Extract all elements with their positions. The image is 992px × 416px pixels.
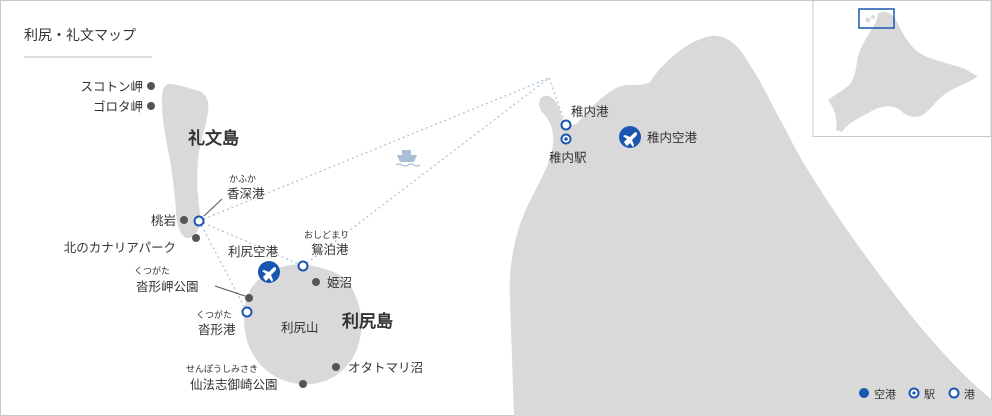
kafuka-ruby: かふか: [229, 174, 256, 185]
legend-station: 駅: [908, 387, 935, 401]
rebun-island-label: 礼文島: [188, 128, 239, 149]
senposhi-label: 仙法志御崎公園: [190, 377, 278, 392]
rebun-land: [162, 84, 209, 238]
poi-momoiwa: 桃岩: [151, 213, 188, 228]
legend-airport-label: 空港: [874, 387, 896, 401]
kutsugata-port-ruby: くつがた: [196, 309, 232, 321]
legend: 空港 駅 港: [859, 387, 975, 401]
sukoton-label: スコトン岬: [80, 79, 143, 94]
wakkanai-station-label: 稚内駅: [549, 150, 587, 165]
oshidomari-label: 鴛泊港: [311, 242, 349, 257]
kitanokanaria-label: 北のカナリアパーク: [64, 240, 176, 255]
poi-kutsugata-park: くつがた 沓形岬公園: [134, 265, 253, 302]
legend-port: 港: [948, 387, 975, 401]
wakkanai-port-label: 稚内港: [571, 104, 609, 119]
himenuma-label: 姫沼: [327, 275, 352, 290]
oshidomari-ruby: おしどまり: [304, 230, 349, 241]
poi-wakkanai-station: 稚内駅: [549, 133, 587, 165]
poi-wakkanai-airport: 稚内空港: [619, 126, 698, 148]
plane-icon: [262, 267, 276, 282]
poi-kafuka-port: かふか 香深港: [193, 174, 265, 227]
poi-oshidomari-port: おしどまり 鴛泊港: [297, 230, 349, 272]
legend-port-label: 港: [964, 388, 975, 401]
poi-wakkanai-port: 稚内港: [560, 104, 609, 131]
legend-airport: 空港: [859, 387, 896, 401]
momoiwa-label: 桃岩: [151, 213, 176, 228]
inset-map: [812, 0, 992, 137]
poi-gorota: ゴロタ岬: [93, 99, 155, 114]
otatomari-label: オタトマリ沼: [348, 360, 423, 375]
kutsugata-park-ruby: くつがた: [134, 265, 170, 277]
kafuka-label: 香深港: [227, 186, 265, 201]
rishiri-land: [244, 264, 362, 385]
rishiri-airport-label: 利尻空港: [228, 244, 279, 259]
poi-otatomari: オタトマリ沼: [332, 360, 423, 375]
ferry-icon: [395, 150, 421, 167]
poi-kutsugata-port: くつがた 沓形港: [196, 306, 253, 337]
rishirizan-label: 利尻山: [281, 320, 319, 335]
kutsugata-park-label: 沓形岬公園: [136, 279, 199, 294]
map-title: 利尻・礼文マップ: [24, 28, 136, 44]
kutsugata-port-label: 沓形港: [198, 322, 236, 337]
legend-station-label: 駅: [924, 388, 935, 401]
senposhi-ruby: せんぽうしみさき: [186, 364, 258, 375]
gorota-label: ゴロタ岬: [93, 99, 143, 114]
poi-rishiri-airport: 利尻空港: [228, 244, 280, 283]
poi-kitanokanaria: 北のカナリアパーク: [64, 234, 200, 255]
poi-sukoton: スコトン岬: [80, 79, 155, 94]
wakkanai-airport-label: 稚内空港: [647, 130, 698, 145]
inset-highlight: [858, 8, 895, 29]
ferry-routes: [198, 77, 567, 313]
rishiri-island-label: 利尻島: [342, 311, 393, 332]
plane-icon: [623, 132, 637, 147]
inset-hokkaido: [828, 12, 978, 132]
poi-himenuma: 姫沼: [312, 275, 352, 290]
poi-senposhi: せんぽうしみさき 仙法志御崎公園: [186, 364, 307, 392]
